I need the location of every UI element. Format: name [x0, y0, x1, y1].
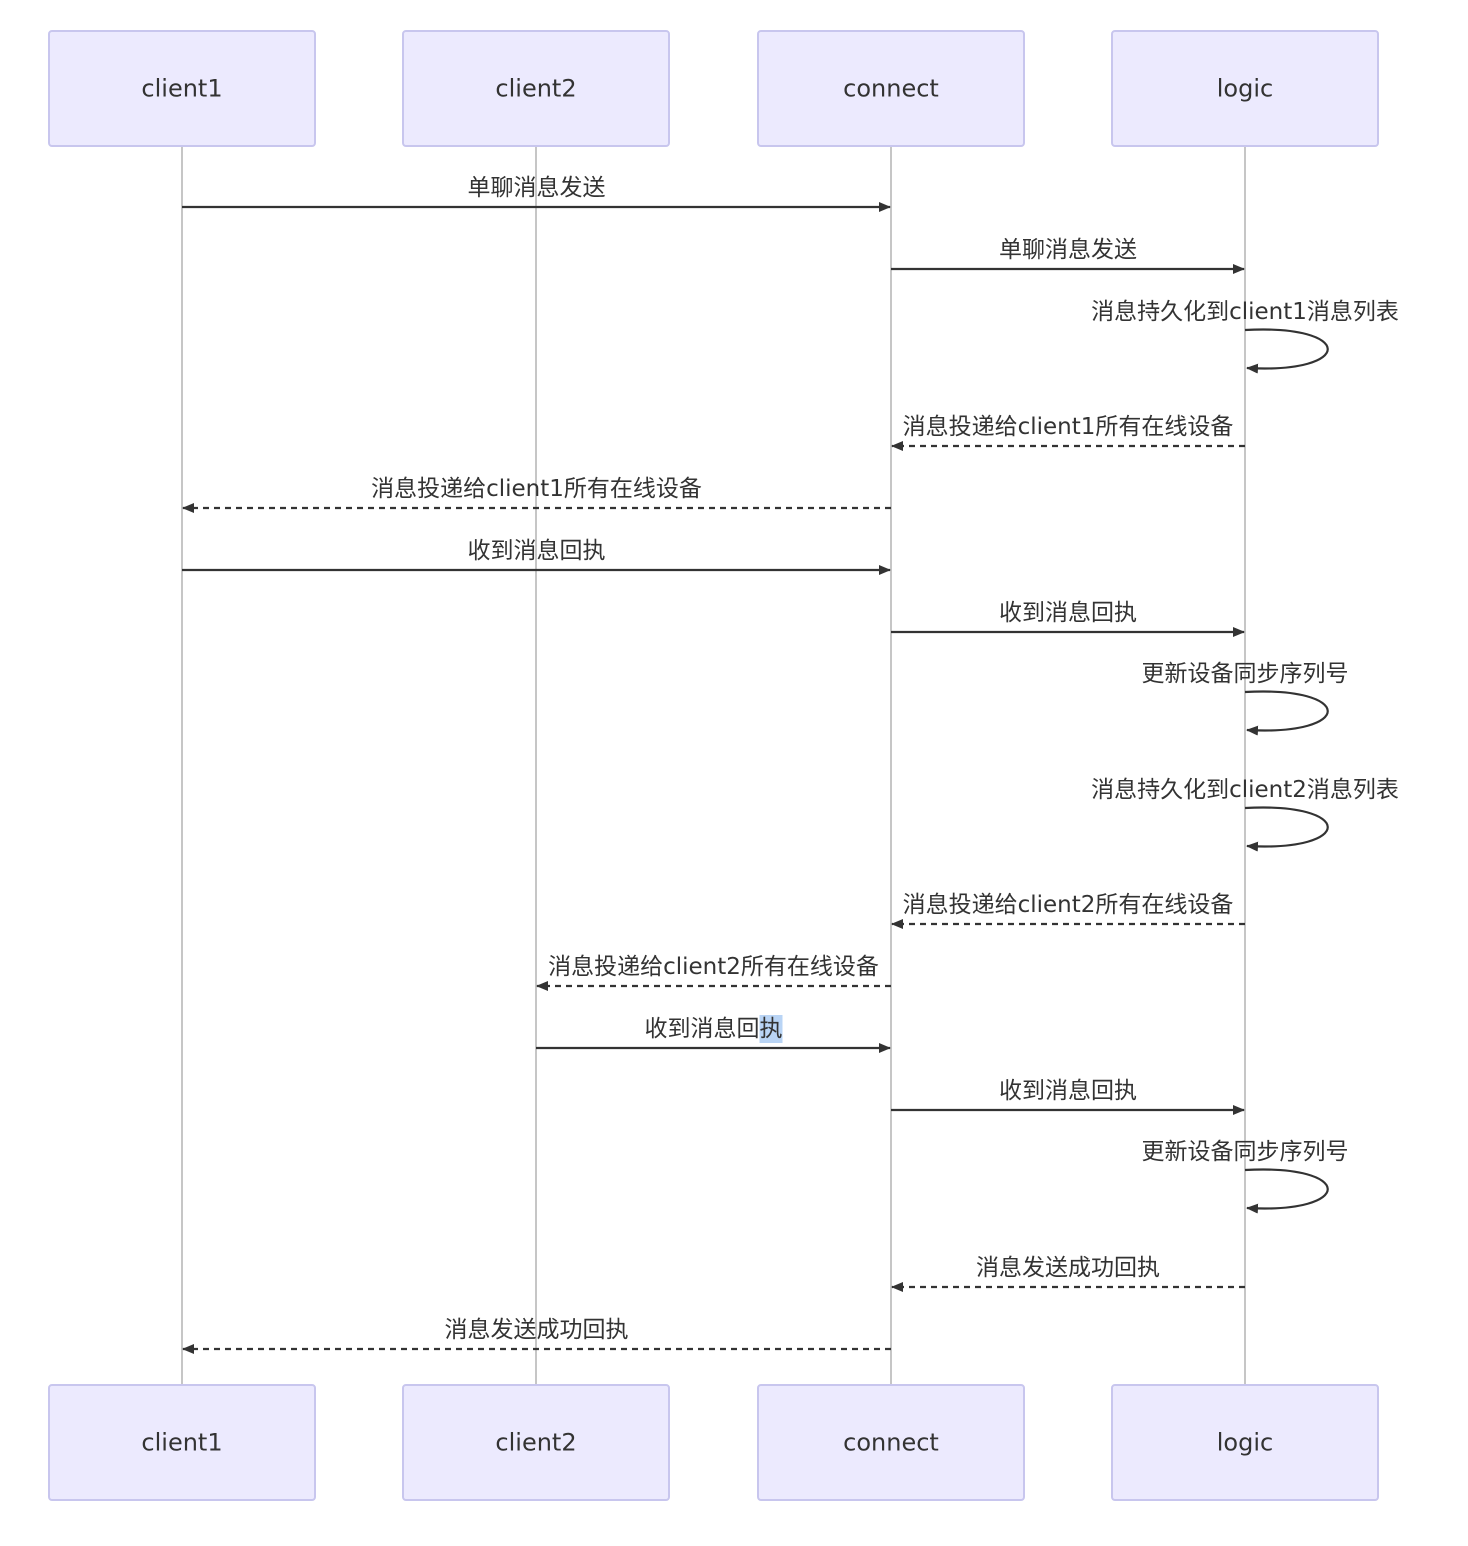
message-label: 单聊消息发送: [999, 237, 1137, 263]
message-label: 消息投递给client2所有在线设备: [903, 892, 1234, 918]
actors-bottom: client1 client2 connect logic: [48, 1384, 1379, 1501]
message-5: 消息投递给client1所有在线设备: [182, 476, 891, 513]
message-3: 消息持久化到client1消息列表: [1091, 299, 1399, 374]
message-12: 收到消息回执: [536, 1015, 891, 1053]
text-selection-highlight: [759, 1015, 783, 1043]
actor-box: [48, 1384, 316, 1501]
message-label: 收到消息回执: [999, 600, 1137, 626]
actor-box: [48, 30, 316, 147]
message-15: 消息发送成功回执: [891, 1255, 1245, 1292]
actor-box: [757, 1384, 1025, 1501]
actor-label: connect: [843, 1429, 939, 1457]
actor-label: client2: [495, 1429, 576, 1457]
actor-label: client1: [141, 75, 222, 103]
message-8: 更新设备同步序列号: [1142, 661, 1349, 736]
lifelines: [181, 146, 1246, 1385]
message-9: 消息持久化到client2消息列表: [1091, 777, 1399, 852]
actor-label: client2: [495, 75, 576, 103]
actor-client2-bottom: client2: [402, 1384, 670, 1501]
message-1: 单聊消息发送: [182, 175, 891, 212]
actor-logic-bottom: logic: [1111, 1384, 1379, 1501]
self-loop-arrow: [1244, 328, 1329, 374]
message-16: 消息发送成功回执: [182, 1317, 891, 1354]
message-label: 消息投递给client1所有在线设备: [903, 414, 1234, 440]
actor-label: logic: [1217, 75, 1273, 103]
actor-client2-top: client2: [402, 30, 670, 147]
message-7: 收到消息回执: [891, 600, 1245, 637]
message-label: 收到消息回执: [999, 1078, 1137, 1104]
message-13: 收到消息回执: [891, 1078, 1245, 1115]
actor-label: connect: [843, 75, 939, 103]
message-10: 消息投递给client2所有在线设备: [891, 892, 1245, 929]
messages: 单聊消息发送单聊消息发送消息持久化到client1消息列表消息投递给client…: [182, 175, 1399, 1354]
actor-box: [1111, 30, 1379, 147]
message-label: 收到消息回执: [645, 1016, 783, 1042]
actor-box: [757, 30, 1025, 147]
message-14: 更新设备同步序列号: [1142, 1139, 1349, 1214]
self-loop-arrow: [1244, 806, 1329, 852]
message-label: 更新设备同步序列号: [1142, 1139, 1349, 1165]
actors-top: client1 client2 connect logic: [48, 30, 1379, 147]
message-4: 消息投递给client1所有在线设备: [891, 414, 1245, 451]
actor-client1-bottom: client1: [48, 1384, 316, 1501]
message-label: 消息持久化到client1消息列表: [1091, 299, 1399, 325]
actor-label: client1: [141, 1429, 222, 1457]
message-11: 消息投递给client2所有在线设备: [536, 954, 891, 991]
message-label: 更新设备同步序列号: [1142, 661, 1349, 687]
actor-client1-top: client1: [48, 30, 316, 147]
message-6: 收到消息回执: [182, 538, 891, 575]
actor-box: [402, 1384, 670, 1501]
message-label: 消息持久化到client2消息列表: [1091, 777, 1399, 803]
message-label: 收到消息回执: [468, 538, 606, 564]
message-label: 消息发送成功回执: [976, 1255, 1160, 1281]
actor-connect-top: connect: [757, 30, 1025, 147]
actor-logic-top: logic: [1111, 30, 1379, 147]
message-label: 单聊消息发送: [468, 175, 606, 201]
message-label: 消息投递给client1所有在线设备: [371, 476, 702, 502]
self-loop-arrow: [1244, 1168, 1329, 1214]
actor-box: [1111, 1384, 1379, 1501]
actor-box: [402, 30, 670, 147]
actor-connect-bottom: connect: [757, 1384, 1025, 1501]
actor-label: logic: [1217, 1429, 1273, 1457]
message-2: 单聊消息发送: [891, 237, 1245, 274]
message-label: 消息发送成功回执: [445, 1317, 629, 1343]
message-label: 消息投递给client2所有在线设备: [548, 954, 879, 980]
self-loop-arrow: [1244, 690, 1329, 736]
